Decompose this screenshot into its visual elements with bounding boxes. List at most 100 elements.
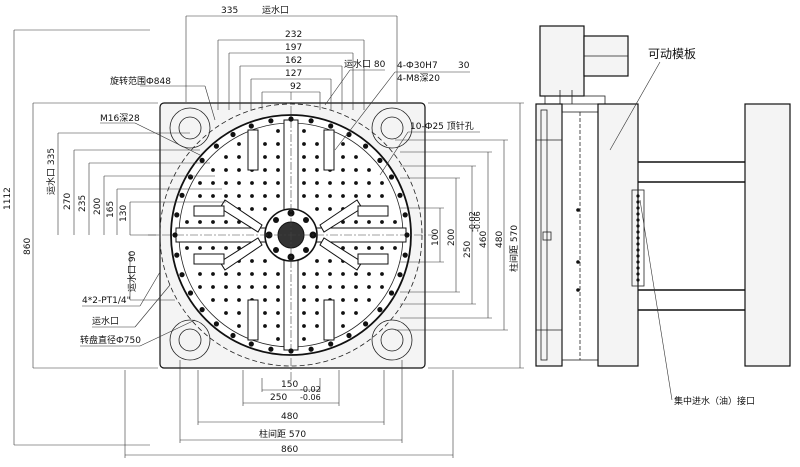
bolt-hole-icon [211,272,215,276]
bolt-hole-icon [380,285,384,289]
dim-200: 200 [93,198,103,215]
dim-1112: 1112 [3,187,13,210]
dim-water-port-top: 运水口 [262,4,289,16]
bolt-hole-icon [237,324,241,328]
bolt-hole-icon [276,181,280,185]
manifold-port-icon [636,224,640,228]
bolt-hole-icon [263,272,267,276]
label-central-inlet: 集中进水（油）接口 [674,395,755,407]
rim-bolt-icon [174,252,180,258]
rim-bolt-icon [268,118,274,124]
bolt-hole-icon [224,220,228,224]
dim-270: 270 [63,193,73,210]
bolt-hole-icon [341,155,345,159]
rim-bolt-icon [402,252,408,258]
manifold-port-icon [636,218,640,222]
manifold-port-icon [636,260,640,264]
bolt-hole-icon [367,246,371,250]
label-movable-platen: 可动模板 [648,47,696,61]
bolt-hole-icon [211,181,215,185]
bolt-hole-icon [263,155,267,159]
bolt-hole-icon [367,298,371,302]
water-manifold [631,189,645,287]
bolt-hole-icon [302,194,306,198]
rim-bolt-icon [187,174,194,180]
bolt-hole-icon [237,155,241,159]
bolt-hole-icon [341,272,345,276]
rim-bolt-icon [363,321,369,327]
label-rotation-range: 旋转范围Ф848 [110,75,171,87]
rim-bolt-icon [388,290,395,296]
rim-bolt-icon [213,143,219,149]
movable-platen [597,103,639,367]
bolt-hole-icon [354,272,358,276]
bolt-hole-icon [302,324,306,328]
rim-bolt-icon [199,157,205,163]
bolt-hole-icon [263,142,267,146]
bolt-hole-icon [263,285,267,289]
bolt-hole-icon [237,181,241,185]
bolt-hole-icon [237,272,241,276]
bolt-hole-icon [224,285,228,289]
dim-150: 150 [281,380,298,390]
rim-bolt-icon [328,123,334,129]
left-dimensions: 1112 860 运水口 335 270 235 200 165 130 运水口… [3,29,226,446]
bolt-hole-icon [315,194,319,198]
rim-bolt-icon [346,332,352,339]
bolt-hole-icon [341,298,345,302]
bolt-hole-icon [302,168,306,172]
bolt-hole-icon [302,155,306,159]
dim-197: 197 [285,43,302,53]
bolt-hole-icon [224,155,228,159]
manifold-port-icon [636,230,640,234]
bolt-hole-icon [224,181,228,185]
bolt-hole-icon [276,272,280,276]
rim-bolt-icon [288,348,294,354]
manifold-port-icon [636,206,640,210]
bolt-hole-icon [198,194,202,198]
label-turntable-diameter: 转盘直径Ф750 [80,334,141,346]
bolt-hole-icon [315,207,319,211]
bolt-hole-icon [367,168,371,172]
bolt-hole-icon [198,272,202,276]
bolt-hole-icon [315,311,319,315]
dim-tiebar-vertical: 柱间距 570 [508,225,520,272]
bolt-hole-icon [341,285,345,289]
bolt-hole-icon [198,181,202,185]
bolt-hole-icon [380,272,384,276]
bolt-hole-icon [211,298,215,302]
rim-bolt-icon [308,346,314,352]
rim-bolt-icon [179,272,185,278]
tie-bar-bosses [169,107,413,361]
bolt-hole-icon [224,298,228,302]
dim-200-right: 200 [447,229,457,246]
rim-bolt-icon [388,174,395,180]
rim-bolt-icon [248,341,254,347]
dim-335-top: 335 [221,6,238,16]
bolt-hole-icon [302,311,306,315]
bolt-hole-icon [341,181,345,185]
bolt-hole-icon [367,181,371,185]
bolt-hole-icon [341,311,345,315]
rim-bolt-icon [199,307,205,313]
tol-plus-bottom: -0.02 [300,385,321,394]
rear-platen [744,103,791,367]
bolt-hole-icon [367,220,371,224]
bolt-hole-icon [224,194,228,198]
side-view: 可动模板 集中进水（油）接口 [535,25,791,407]
bolt-hole-icon [237,194,241,198]
bolt-hole-icon [328,207,332,211]
dim-165: 165 [106,201,116,218]
manifold-port-icon [636,200,640,204]
label-water-port-80: 运水口 80 [344,58,386,70]
rim-bolt-icon [308,118,314,124]
label-m16: M16深28 [100,113,140,124]
bolt-hole-icon [328,272,332,276]
callout-leaders [80,69,480,347]
bolt-hole-icon [198,246,202,250]
tol-minus-bottom: -0.06 [300,393,321,402]
dim-water-port-90-left: 运水口 90 [126,250,138,292]
bolt-hole-icon [315,142,319,146]
bolt-hole-icon [263,324,267,328]
dim-tiebar-horizontal: 柱间距 570 [259,428,306,440]
